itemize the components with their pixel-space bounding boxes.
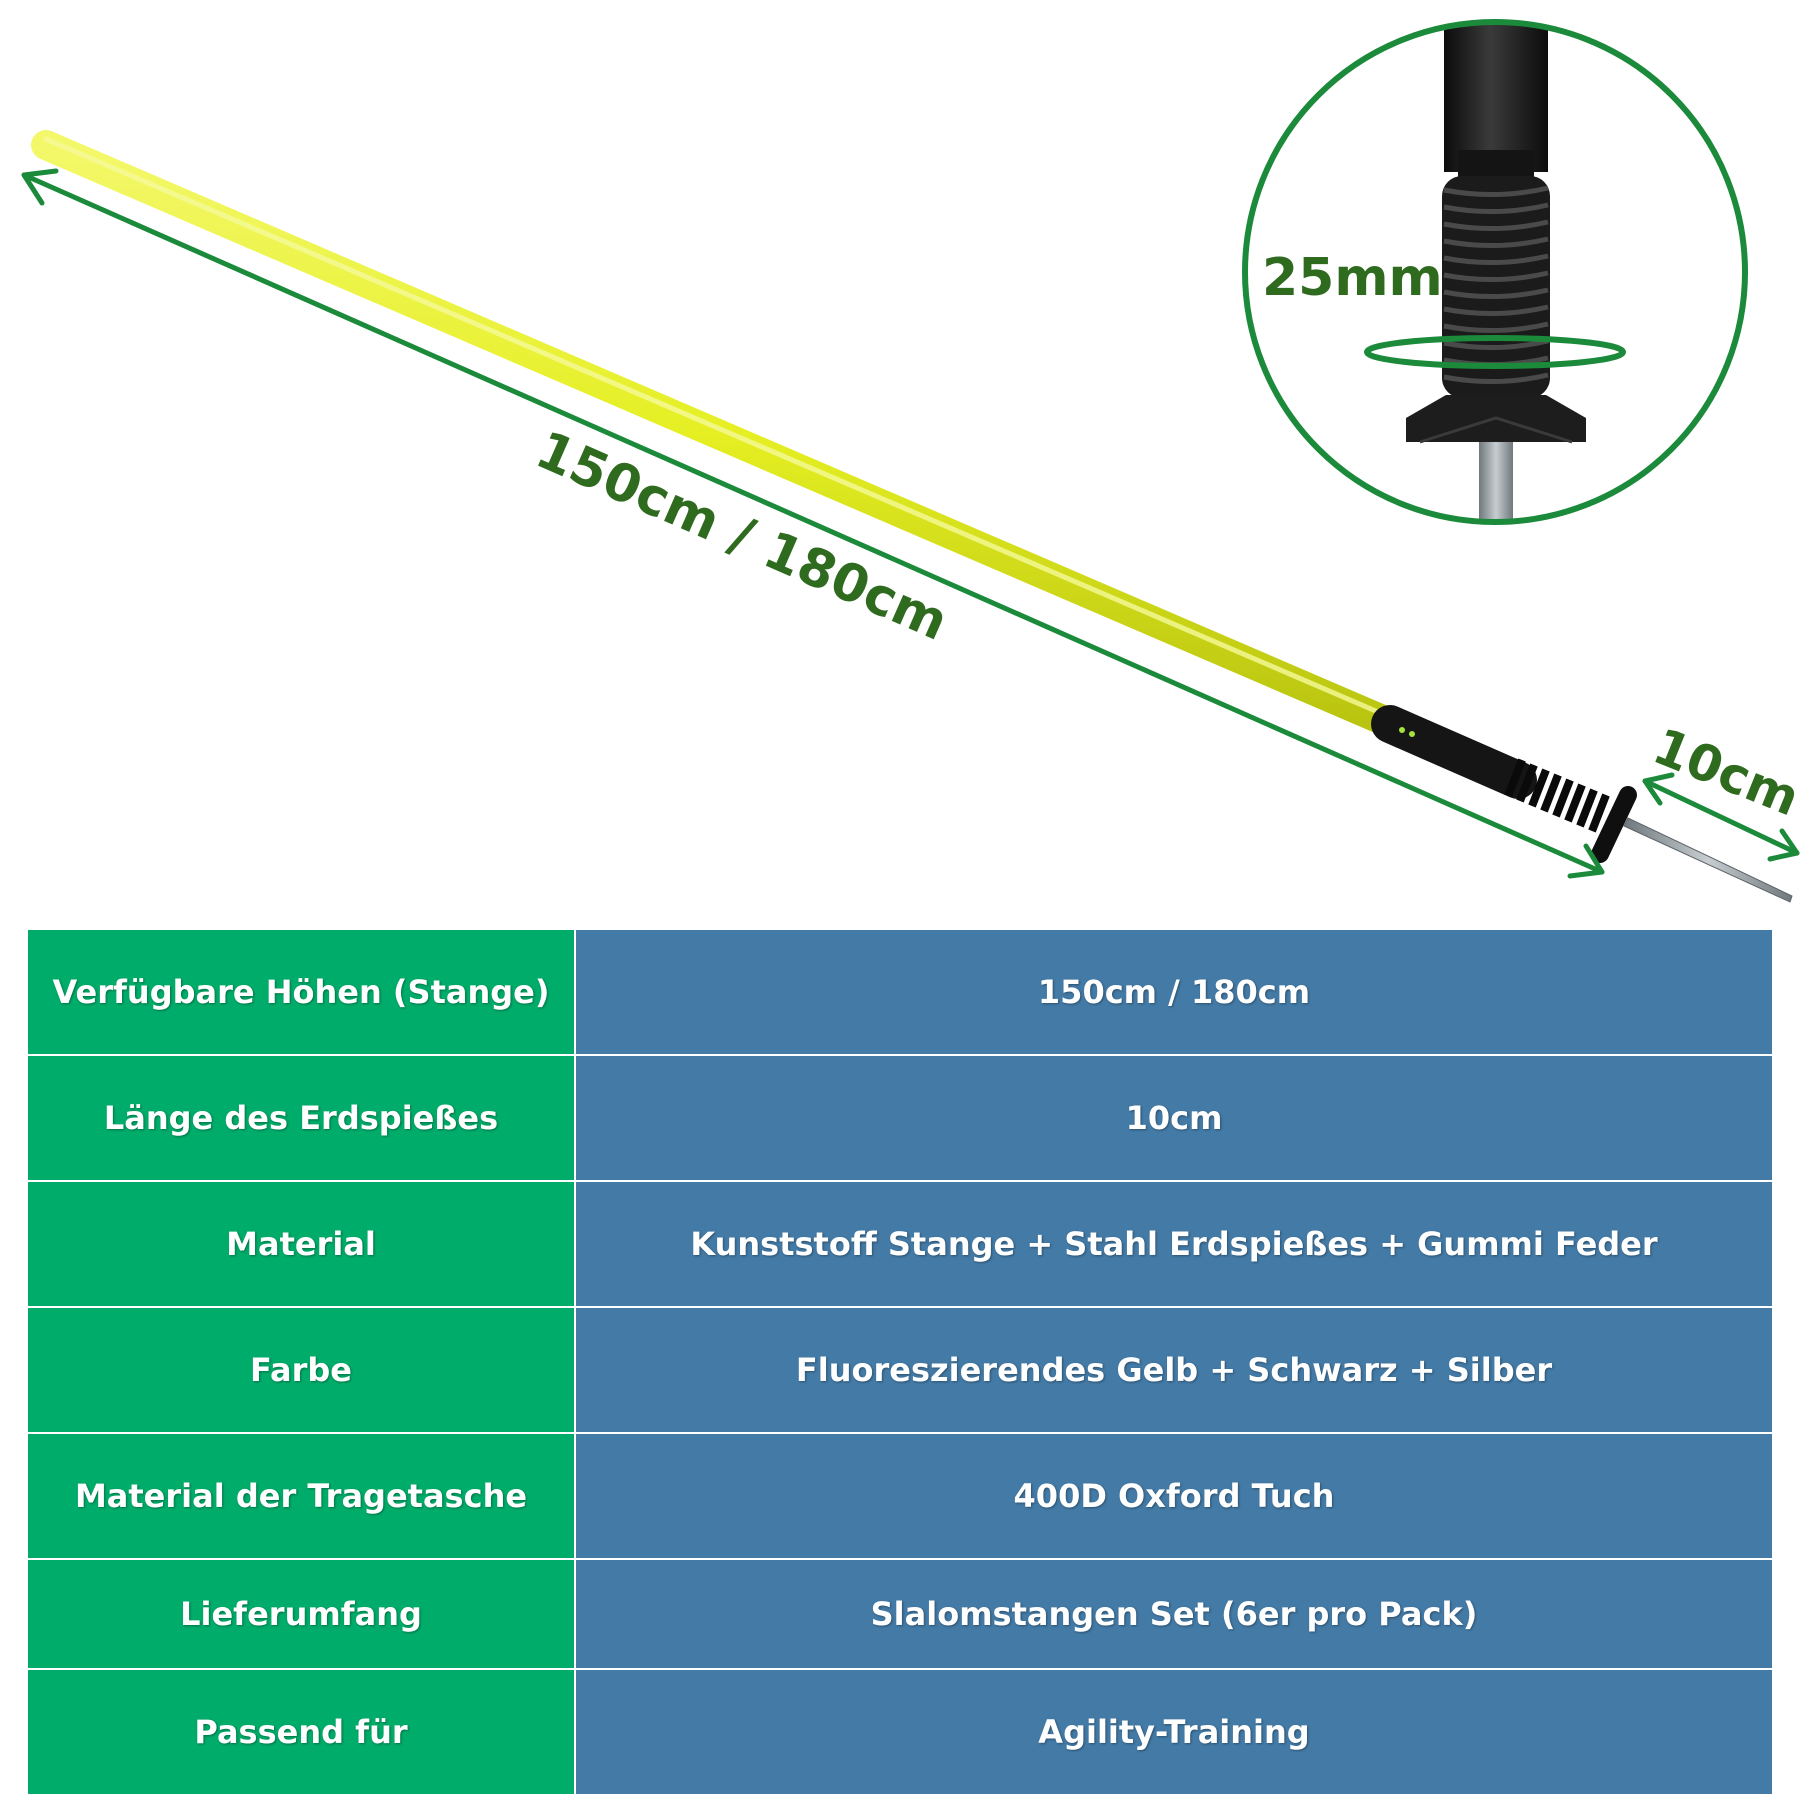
zoom-tube: [1444, 22, 1548, 172]
spec-value: 10cm: [574, 1054, 1774, 1182]
spec-label: Verfügbare Höhen (Stange): [26, 928, 576, 1056]
spike-length-arrow: [1642, 772, 1800, 862]
zoom-spike: [1479, 442, 1513, 522]
spec-label: Länge des Erdspießes: [26, 1054, 576, 1182]
zoom-detail-circle: [1242, 19, 1748, 525]
spec-value: Agility-Training: [574, 1668, 1774, 1796]
spec-label: Farbe: [26, 1306, 576, 1434]
table-row: Material der Tragetasche 400D Oxford Tuc…: [26, 1432, 1774, 1560]
spec-label: Material der Tragetasche: [26, 1432, 576, 1560]
ground-spike: [1623, 817, 1793, 903]
slalom-pole: [31, 130, 1407, 739]
length-arrow: [21, 168, 1605, 879]
spec-label: Lieferumfang: [26, 1558, 576, 1670]
spec-value: 150cm / 180cm: [574, 928, 1774, 1056]
spec-value: Slalomstangen Set (6er pro Pack): [574, 1558, 1774, 1670]
table-row: Passend für Agility-Training: [26, 1668, 1774, 1796]
spring-coil: [1504, 758, 1610, 833]
diameter-label: 25mm: [1262, 248, 1443, 308]
spec-label: Material: [26, 1180, 576, 1308]
spec-table: Verfügbare Höhen (Stange) 150cm / 180cm …: [26, 928, 1774, 1796]
pole-grip: [1371, 705, 1537, 799]
table-row: Länge des Erdspießes 10cm: [26, 1054, 1774, 1182]
product-illustration: 150cm / 180cm 10cm: [21, 19, 1800, 903]
spec-value: Kunststoff Stange + Stahl Erdspießes + G…: [574, 1180, 1774, 1308]
spec-value: 400D Oxford Tuch: [574, 1432, 1774, 1560]
table-row: Farbe Fluoreszierendes Gelb + Schwarz + …: [26, 1306, 1774, 1434]
diameter-ring: [1364, 335, 1626, 369]
table-row: Material Kunststoff Stange + Stahl Erdsp…: [26, 1180, 1774, 1308]
table-row: Lieferumfang Slalomstangen Set (6er pro …: [26, 1558, 1774, 1670]
ground-plate: [1591, 786, 1637, 863]
spec-label: Passend für: [26, 1668, 576, 1796]
table-row: Verfügbare Höhen (Stange) 150cm / 180cm: [26, 928, 1774, 1056]
spike-length-label: 10cm: [1645, 717, 1800, 827]
spec-value: Fluoreszierendes Gelb + Schwarz + Silber: [574, 1306, 1774, 1434]
